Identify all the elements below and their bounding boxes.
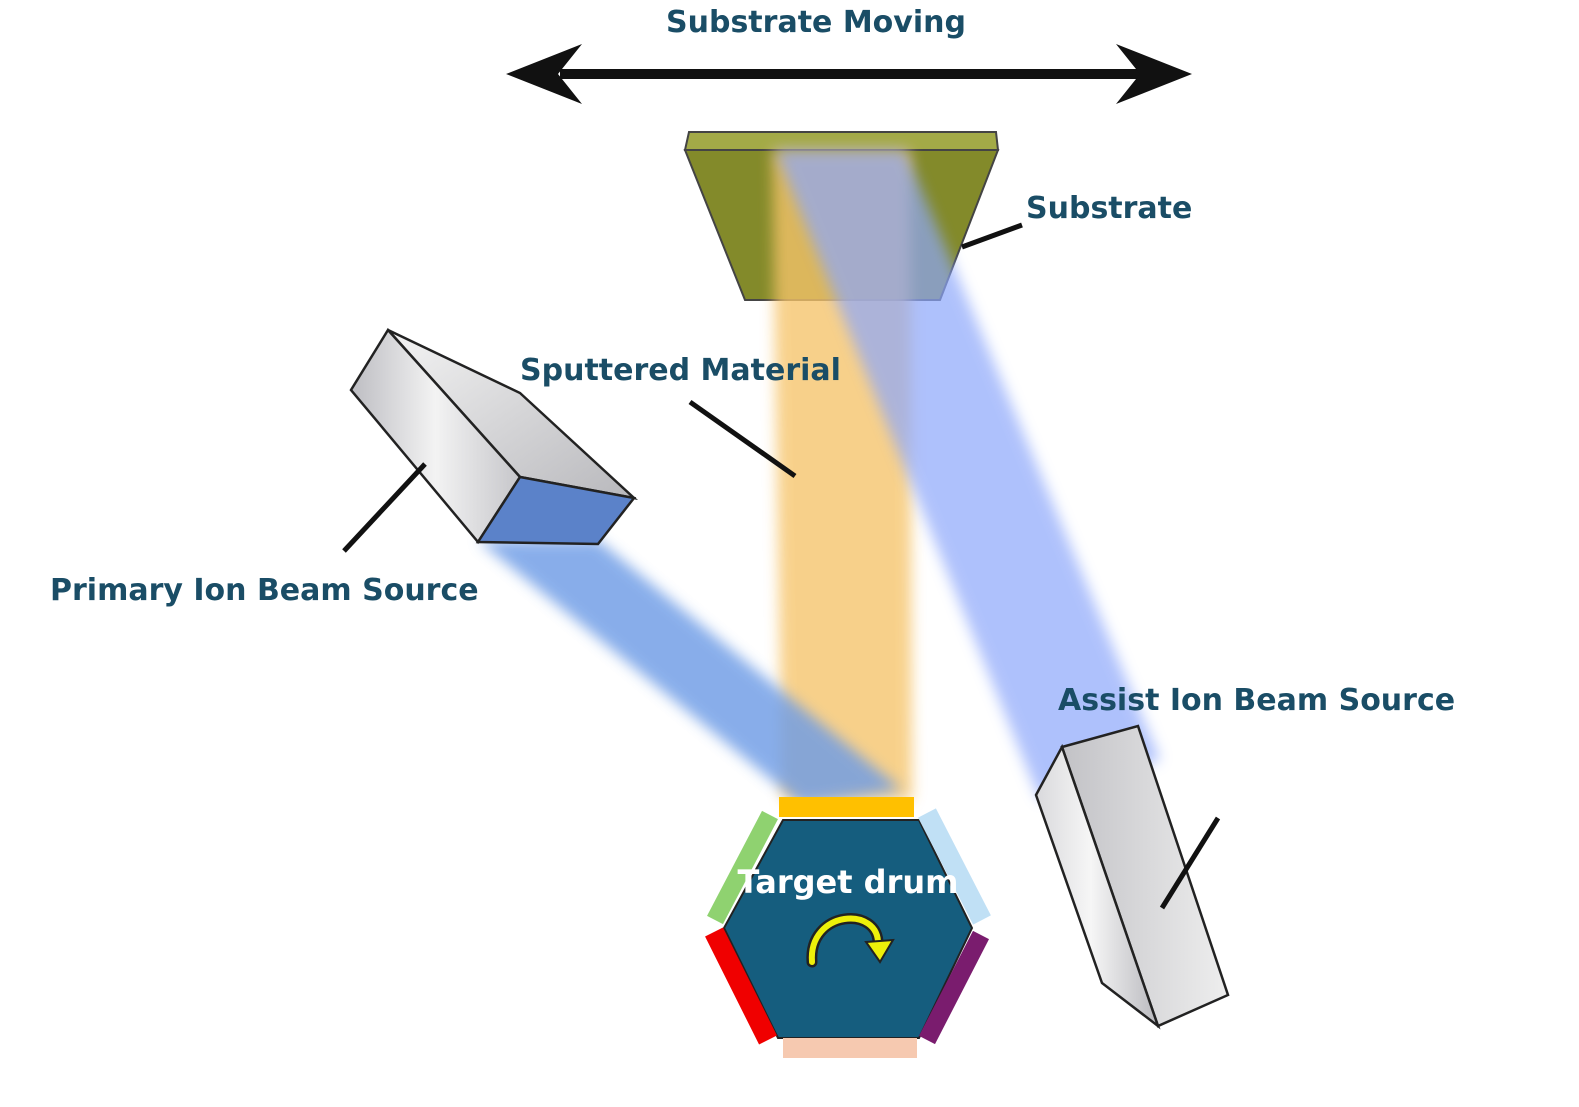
substrate-moving-label: Substrate Moving [666, 5, 966, 40]
target-upper-left [707, 810, 778, 925]
target-drum-hexagon [722, 819, 974, 1039]
substrate-leader-line [961, 222, 1023, 250]
target-lower-right [918, 930, 990, 1045]
target-upper-right [918, 808, 991, 925]
primary-source-aperture [475, 475, 637, 546]
target-lower-left [705, 927, 777, 1045]
assist-source-leader-line [1159, 816, 1221, 910]
beams [478, 150, 1160, 805]
assist-ion-beam-source [1034, 724, 1230, 1030]
substrate-label: Substrate [1026, 191, 1192, 226]
primary-ion-beam [478, 540, 902, 805]
target-drum-label: Target drum [738, 863, 959, 901]
curved-rotation-arrow-icon [806, 913, 895, 968]
assist-ion-beam-source-label: Assist Ion Beam Source [1058, 683, 1455, 718]
primary-source-leader-line [342, 462, 427, 553]
sputtered-leader-line [688, 399, 797, 479]
primary-ion-beam-source [349, 327, 639, 546]
primary-ion-beam-source-label: Primary Ion Beam Source [50, 573, 479, 608]
sputtered-material-label: Sputtered Material [520, 353, 841, 388]
double-headed-arrow-icon [506, 44, 1192, 104]
target-drum [705, 797, 991, 1058]
substrate-top-edge [683, 131, 1000, 151]
assist-ion-beam [775, 150, 1160, 800]
